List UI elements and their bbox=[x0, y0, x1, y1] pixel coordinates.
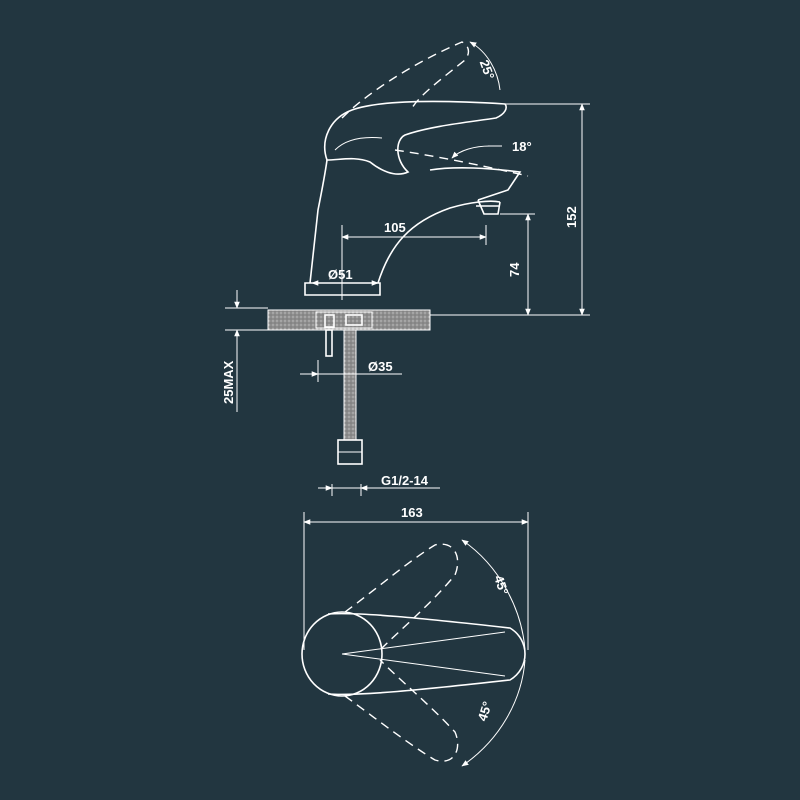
mounting-rod bbox=[325, 329, 333, 357]
dim-rotation-left: 45° bbox=[491, 573, 511, 596]
side-view: 25° 18° 105 74 152 Ø51 25MAX Ø35 G1/2-14 bbox=[221, 41, 590, 496]
dim-base-diameter: Ø51 bbox=[328, 267, 353, 282]
lever-top bbox=[327, 612, 526, 696]
spout bbox=[429, 167, 522, 215]
top-view: 163 45° 45° bbox=[301, 505, 529, 767]
lever-handle bbox=[323, 100, 507, 175]
dim-total-length: 163 bbox=[401, 505, 423, 520]
dim-spout-height: 74 bbox=[507, 262, 522, 277]
dim-max-thickness: 25MAX bbox=[221, 360, 236, 404]
dim-lever-up-angle: 25° bbox=[477, 58, 498, 82]
dim-shank-diameter: Ø35 bbox=[368, 359, 393, 374]
dim-total-height: 152 bbox=[564, 206, 579, 228]
dim-connection-thread: G1/2-14 bbox=[381, 473, 429, 488]
dim-lever-down-angle: 18° bbox=[512, 139, 532, 154]
dim-rotation-right: 45° bbox=[475, 700, 495, 723]
lever-rotated-right bbox=[344, 659, 459, 762]
lever-down-outline bbox=[394, 149, 529, 177]
lever-rotated-left bbox=[344, 543, 459, 651]
faucet-base-top bbox=[301, 611, 383, 697]
countertop bbox=[267, 309, 431, 331]
lever-up-outline bbox=[341, 41, 470, 119]
dim-spout-reach: 105 bbox=[384, 220, 406, 235]
supply-hose bbox=[343, 329, 357, 441]
